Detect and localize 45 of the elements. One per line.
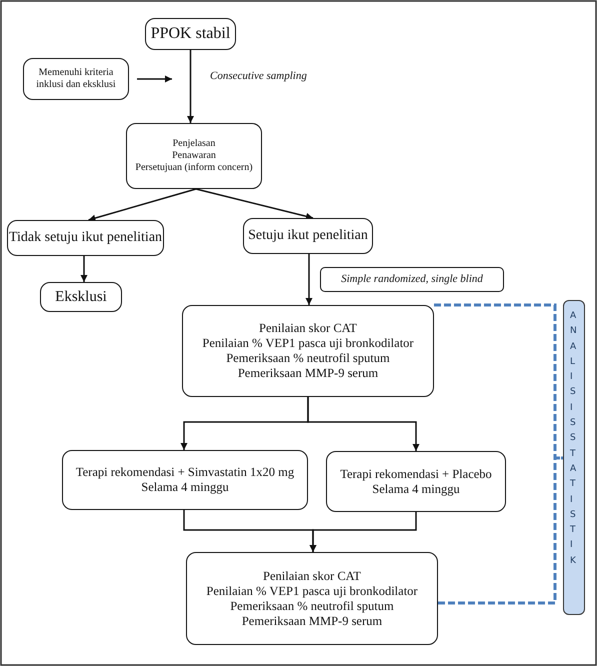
arrow [88, 188, 196, 222]
process-box [126, 123, 262, 189]
node-text: Tidak setuju ikut penelitian [8, 230, 162, 246]
node-text: Pemeriksaan MMP-9 serum [238, 366, 378, 381]
node-text: Simple randomized, single blind [341, 272, 483, 286]
node-text: Selama 4 minggu [141, 480, 229, 495]
dashed-connector [438, 456, 563, 604]
dashed-connector [434, 304, 563, 460]
process-box [182, 305, 434, 397]
node-text: Penawaran [172, 150, 216, 162]
arrow [310, 512, 417, 552]
node-text: Pemeriksaan % neutrofil sputum [230, 598, 394, 614]
node-text: Eksklusi [55, 288, 107, 306]
node-text: Setuju ikut penelitian [248, 228, 368, 244]
node-text: Penilaian skor CAT [259, 321, 357, 336]
vertical-label-bar [563, 300, 585, 615]
arrow [187, 50, 194, 123]
process-box [186, 552, 438, 645]
arrow [80, 256, 88, 282]
node-text: Penilaian % VEP1 pasca uji bronkodilator [206, 584, 418, 598]
process-box [23, 58, 129, 100]
arrow [306, 254, 312, 305]
node-text: Selama 4 minggu [372, 482, 460, 496]
process-box [243, 218, 373, 254]
annotation-text: Consecutive sampling [210, 70, 307, 82]
process-box [40, 282, 122, 312]
node-text: Penilaian % VEP1 pasca uji bronkodilator [202, 336, 414, 351]
arrow [137, 76, 172, 82]
process-box [62, 450, 308, 510]
arrow [196, 188, 314, 220]
node-text: Pemeriksaan % neutrofil sputum [226, 351, 390, 366]
note-box [320, 267, 504, 292]
process-box [326, 451, 506, 512]
node-text: Penjelasan [172, 138, 216, 150]
node-text: Terapi rekomendasi + Simvastatin 1x20 mg [76, 465, 294, 480]
node-text: PPOK stabil [150, 24, 230, 44]
process-box [145, 18, 236, 50]
node-text: Persetujuan (inform concern) [135, 162, 253, 174]
node-text: Terapi rekomendasi + Placebo [340, 466, 492, 482]
vertical-label: ANALISIS STATISTIK [568, 310, 581, 568]
arrow [307, 397, 420, 451]
node-text: Memenuhi kriteria inklusi dan eksklusi [35, 67, 117, 91]
node-text: Pemeriksaan MMP-9 serum [242, 614, 382, 628]
node-text: Penilaian skor CAT [263, 568, 361, 584]
process-box [7, 220, 164, 256]
